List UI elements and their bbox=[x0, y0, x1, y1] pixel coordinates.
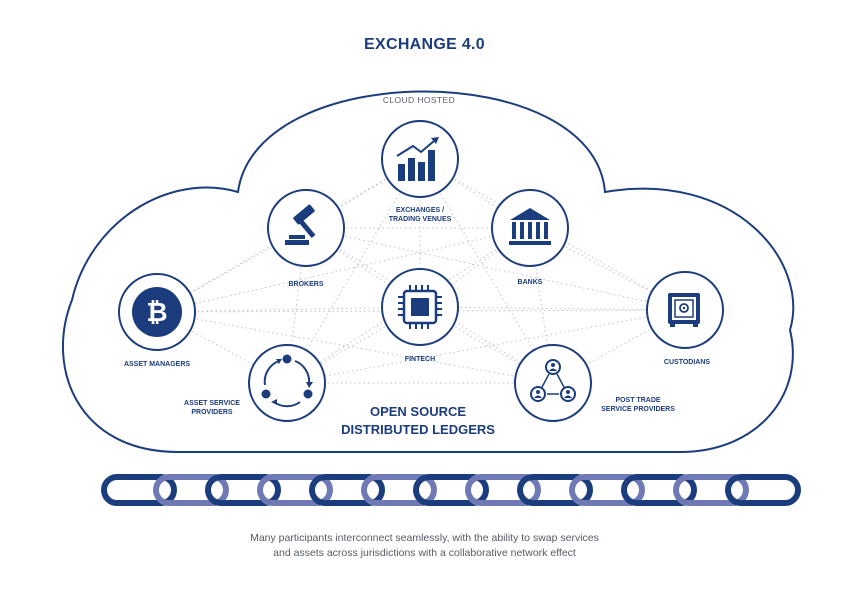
chain-link bbox=[101, 474, 177, 506]
node-brokers: BROKERS bbox=[267, 189, 345, 288]
bar-chart-icon bbox=[396, 137, 439, 181]
safe-icon bbox=[668, 293, 700, 327]
node-post-trade: POST TRADE SERVICE PROVIDERS bbox=[514, 344, 675, 422]
node-label-post-trade-2: SERVICE PROVIDERS bbox=[601, 406, 675, 413]
blockchain-chain bbox=[101, 474, 801, 506]
mesh-link bbox=[419, 306, 554, 384]
chain-link bbox=[725, 474, 801, 506]
node-label-asset-service-1: ASSET SERVICE bbox=[184, 400, 240, 407]
chain-link bbox=[413, 474, 489, 506]
node-asset-service-providers: ASSET SERVICE PROVIDERS bbox=[184, 344, 326, 422]
node-asset-managers: ₿ ASSET MANAGERS bbox=[118, 273, 196, 368]
chip-icon bbox=[398, 285, 442, 329]
bitcoin-icon bbox=[132, 287, 182, 337]
chain-link bbox=[309, 474, 385, 506]
mesh-link bbox=[305, 227, 554, 384]
mesh-link bbox=[286, 158, 421, 384]
mesh-link bbox=[156, 227, 307, 313]
node-label-post-trade-1: POST TRADE bbox=[615, 397, 660, 404]
caption: Many participants interconnect seamlessl… bbox=[0, 531, 849, 561]
chain-link bbox=[153, 474, 229, 506]
node-label-custodians: CUSTODIANS bbox=[664, 359, 710, 366]
chain-link bbox=[257, 474, 333, 506]
mesh-link bbox=[305, 227, 686, 311]
caption-line-1: Many participants interconnect seamlessl… bbox=[250, 532, 599, 544]
mesh-link bbox=[156, 306, 421, 313]
gavel-icon bbox=[285, 204, 316, 245]
center-label-1: OPEN SOURCE bbox=[370, 404, 466, 419]
chain-link bbox=[569, 474, 645, 506]
chain-link bbox=[465, 474, 541, 506]
node-label-asset-service-2: PROVIDERS bbox=[191, 409, 233, 416]
node-label-brokers: BROKERS bbox=[288, 281, 323, 288]
caption-line-2: and assets across jurisdictions with a c… bbox=[273, 547, 576, 559]
mesh-link bbox=[419, 158, 554, 384]
node-banks: BANKS bbox=[491, 189, 569, 286]
cycle-icon bbox=[261, 354, 313, 408]
svg-text:₿: ₿ bbox=[146, 298, 167, 328]
center-label-2: DISTRIBUTED LEDGERS bbox=[341, 422, 495, 437]
mesh-link bbox=[419, 306, 686, 311]
mesh-link bbox=[419, 158, 686, 311]
mesh-link bbox=[156, 158, 421, 313]
chain-link bbox=[517, 474, 593, 506]
node-custodians: CUSTODIANS bbox=[646, 271, 724, 366]
diagram-title: EXCHANGE 4.0 bbox=[364, 36, 485, 53]
node-label-asset-managers: ASSET MANAGERS bbox=[124, 361, 190, 368]
network-icon bbox=[530, 359, 576, 402]
bank-icon bbox=[509, 208, 551, 245]
node-label-banks: BANKS bbox=[518, 279, 543, 286]
node-fintech: FINTECH bbox=[381, 268, 459, 363]
node-label-exchanges-1: EXCHANGES / bbox=[396, 207, 444, 214]
chain-link bbox=[621, 474, 697, 506]
mesh-link bbox=[286, 306, 421, 384]
mesh-link bbox=[156, 227, 531, 313]
node-label-exchanges-2: TRADING VENUES bbox=[389, 216, 452, 223]
chain-link bbox=[673, 474, 749, 506]
node-label-fintech: FINTECH bbox=[405, 356, 435, 363]
chain-link bbox=[205, 474, 281, 506]
cloud-hosted-label: CLOUD HOSTED bbox=[383, 95, 455, 105]
node-exchanges: EXCHANGES / TRADING VENUES bbox=[381, 120, 459, 223]
chain-link bbox=[361, 474, 437, 506]
